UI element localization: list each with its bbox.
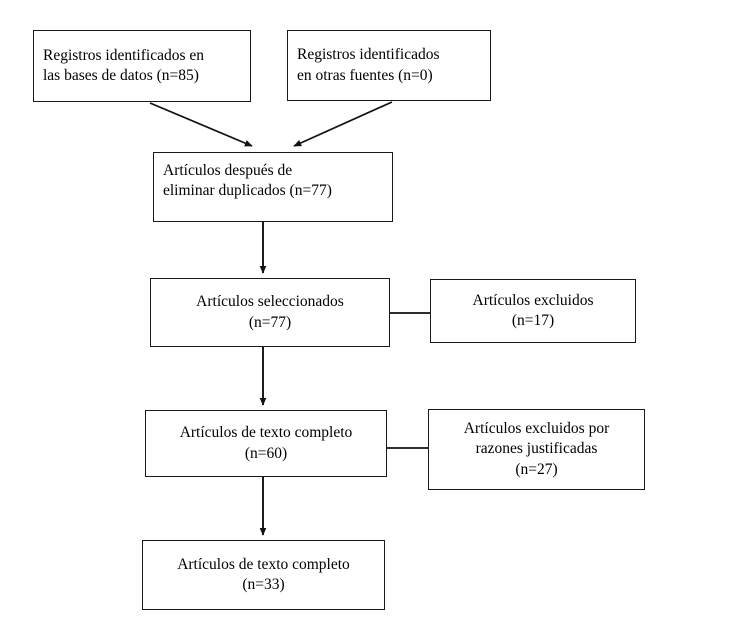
node-articles-excluded: Artículos excluidos (n=17) xyxy=(430,279,636,343)
node-records-identified-other-sources-label: Registros identificados en otras fuentes… xyxy=(297,46,440,84)
node-articles-included: Artículos de texto completo (n=33) xyxy=(142,540,385,610)
node-records-identified-databases: Registros identificados en las bases de … xyxy=(33,30,251,102)
node-articles-excluded-with-reasons-label: Artículos excluidos por razones justific… xyxy=(463,419,610,478)
edge-databases-to-duplicates xyxy=(149,102,253,147)
node-articles-included-label: Artículos de texto completo (n=33) xyxy=(177,555,350,593)
node-articles-fulltext-assessed: Artículos de texto completo (n=60) xyxy=(145,410,387,477)
node-articles-after-duplicates-removed-label: Artículos después de eliminar duplicados… xyxy=(163,162,332,200)
node-articles-excluded-with-reasons: Artículos excluidos por razones justific… xyxy=(428,409,645,490)
node-articles-screened-label: Artículos seleccionados (n=77) xyxy=(196,293,344,331)
node-records-identified-other-sources: Registros identificados en otras fuentes… xyxy=(287,30,491,101)
node-articles-after-duplicates-removed: Artículos después de eliminar duplicados… xyxy=(153,152,393,222)
node-records-identified-databases-label: Registros identificados en las bases de … xyxy=(43,46,204,84)
node-articles-screened: Artículos seleccionados (n=77) xyxy=(150,278,390,347)
node-articles-excluded-label: Artículos excluidos (n=17) xyxy=(472,291,594,329)
node-articles-fulltext-assessed-label: Artículos de texto completo (n=60) xyxy=(179,424,353,462)
edge-other-to-duplicates xyxy=(293,101,393,147)
